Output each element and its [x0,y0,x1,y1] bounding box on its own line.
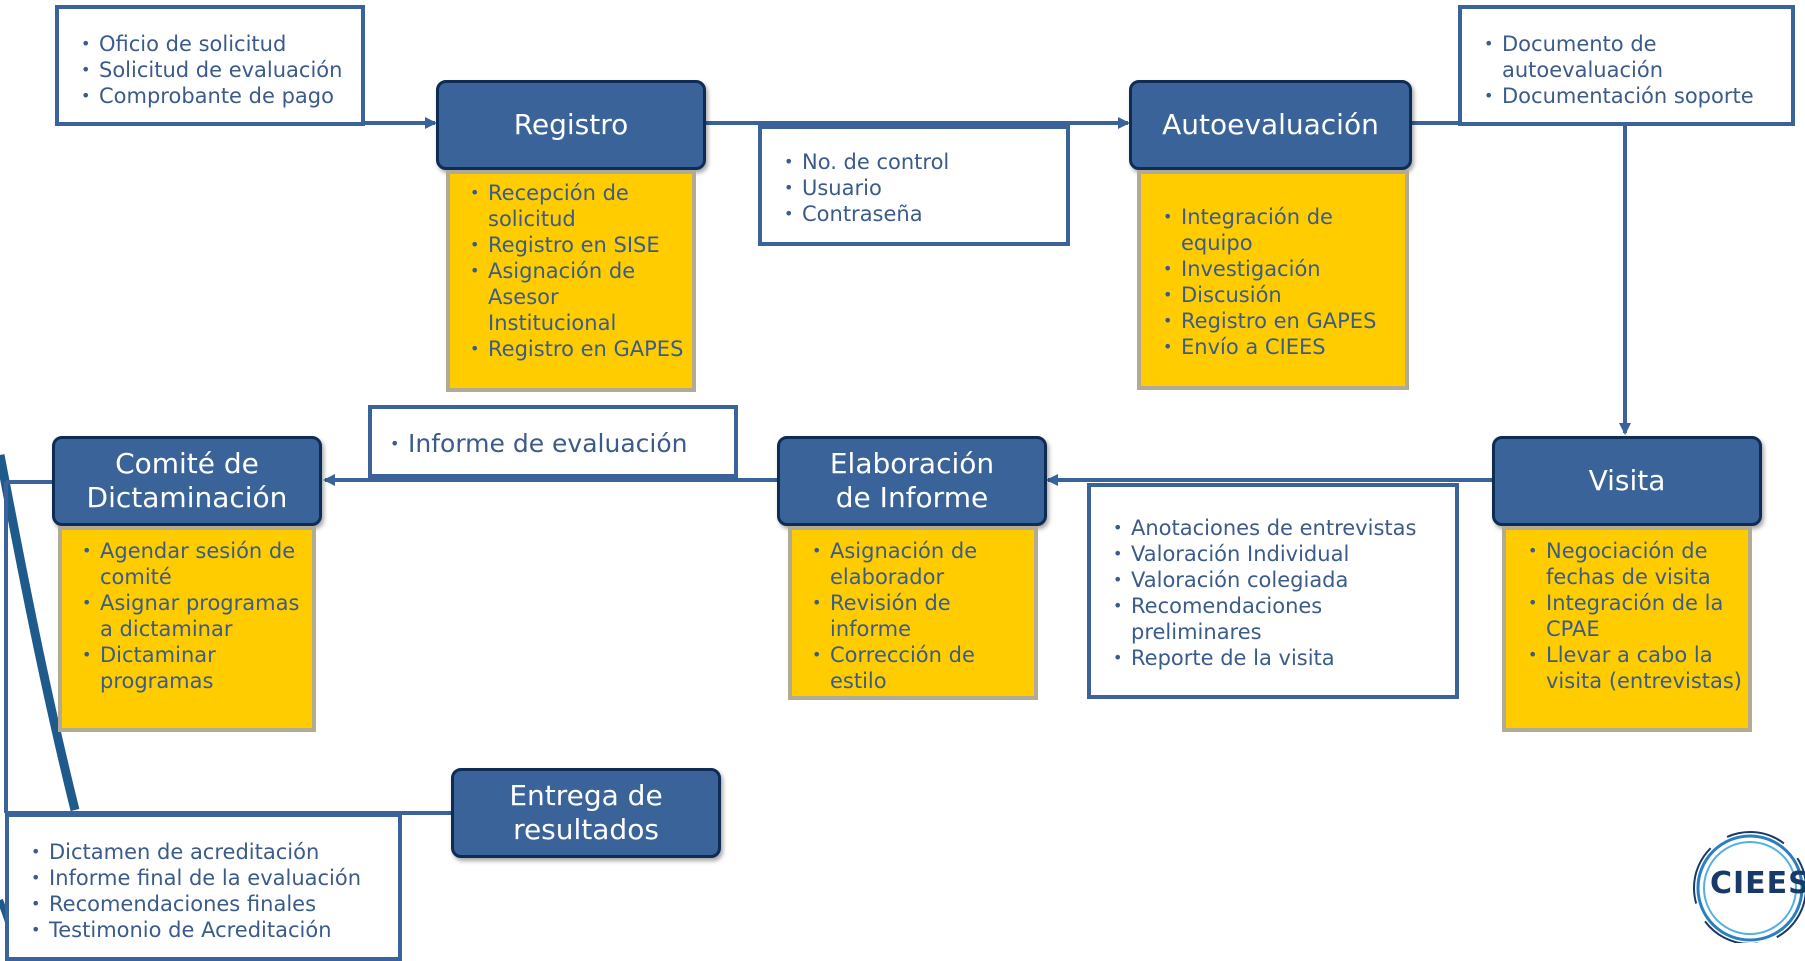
list-item: Solicitud de evaluación [79,57,361,83]
list-item: Oficio de solicitud [79,31,361,57]
tasks-comite: Agendar sesión de comité Asignar program… [58,526,316,732]
list-item: Informe de evaluación [388,429,734,459]
list-item: Corrección de estilo [810,642,1028,694]
stage-entrega-line2: resultados [513,813,659,846]
list-item: Dictamen de acreditación [29,839,398,865]
list-item: Usuario [782,175,1066,201]
stage-entrega-label: Entrega de resultados [509,779,662,847]
list-item: Contraseña [782,201,1066,227]
tasks-visita: Negociación de fechas de visita Integrac… [1502,526,1752,732]
stage-entrega[interactable]: Entrega de resultados [451,768,721,858]
stage-autoevaluacion[interactable]: Autoevaluación [1129,80,1412,170]
list-item: Registro en SISE [468,232,686,258]
list-item: Comprobante de pago [79,83,361,109]
note-credentials: No. de control Usuario Contraseña [758,125,1070,246]
list-item: Asignación de Asesor Institucional [468,258,686,336]
list-item: Documentación soporte [1482,83,1791,109]
list-item: Informe final de la evaluación [29,865,398,891]
note-visita-outputs: Anotaciones de entrevistas Valoración In… [1087,483,1459,699]
list-item: Reporte de la visita [1111,645,1455,671]
stage-comite[interactable]: Comité de Dictaminación [52,436,322,526]
list-item: Testimonio de Acreditación [29,917,398,943]
list-item: Agendar sesión de comité [80,538,306,590]
list-item: Recepción de solicitud [468,180,686,232]
note-informe: Informe de evaluación [368,405,738,478]
list-item: No. de control [782,149,1066,175]
list-item: Envío a CIEES [1161,334,1399,360]
tasks-autoevaluacion: Integración de equipo Investigación Disc… [1137,170,1409,390]
list-item: Integración de la CPAE [1526,590,1742,642]
stage-elaboracion-label: Elaboración de Informe [830,447,994,515]
note-resultados: Dictamen de acreditación Informe final d… [5,813,402,961]
stage-elaboracion-line2: de Informe [835,481,989,514]
list-item: Negociación de fechas de visita [1526,538,1742,590]
tasks-elaboracion: Asignación de elaborador Revisión de inf… [788,526,1038,700]
stage-registro[interactable]: Registro [436,80,706,170]
ciees-logo: CIEES [1690,828,1805,945]
stage-comite-label: Comité de Dictaminación [87,447,288,515]
tasks-registro: Recepción de solicitud Registro en SISE … [446,170,696,392]
list-item: Discusión [1161,282,1399,308]
stage-comite-line1: Comité de [115,447,259,480]
list-item: Llevar a cabo la visita (entrevistas) [1526,642,1742,694]
list-item: Integración de equipo [1161,204,1399,256]
list-item: Documento de autoevaluación [1482,31,1791,83]
list-item: Dictaminar programas [80,642,306,694]
list-item: Investigación [1161,256,1399,282]
stage-visita-label: Visita [1588,464,1666,497]
list-item: Recomendaciones preliminares [1111,593,1455,645]
list-item: Valoración Individual [1111,541,1455,567]
stage-elaboracion[interactable]: Elaboración de Informe [777,436,1047,526]
stage-elaboracion-line1: Elaboración [829,447,995,480]
stage-entrega-line1: Entrega de [509,779,663,812]
list-item: Asignación de elaborador [810,538,1028,590]
list-item: Valoración colegiada [1111,567,1455,593]
note-inputs: Oficio de solicitud Solicitud de evaluac… [55,5,365,126]
logo-ring-icon [1693,831,1805,945]
list-item: Registro en GAPES [468,336,686,362]
list-item: Anotaciones de entrevistas [1111,515,1455,541]
note-inputs-list: Oficio de solicitud Solicitud de evaluac… [79,31,361,109]
stage-comite-line2: Dictaminación [86,481,288,514]
note-autoeval-docs: Documento de autoevaluación Documentació… [1458,5,1795,126]
decorative-swoosh [0,454,80,812]
stage-visita[interactable]: Visita [1492,436,1762,526]
list-item: Recomendaciones finales [29,891,398,917]
stage-registro-label: Registro [513,108,629,141]
logo-text: CIEES [1710,866,1805,901]
list-item: Registro en GAPES [1161,308,1399,334]
stage-autoevaluacion-label: Autoevaluación [1162,108,1379,141]
list-item: Asignar programas a dictaminar [80,590,306,642]
list-item: Revisión de informe [810,590,1028,642]
